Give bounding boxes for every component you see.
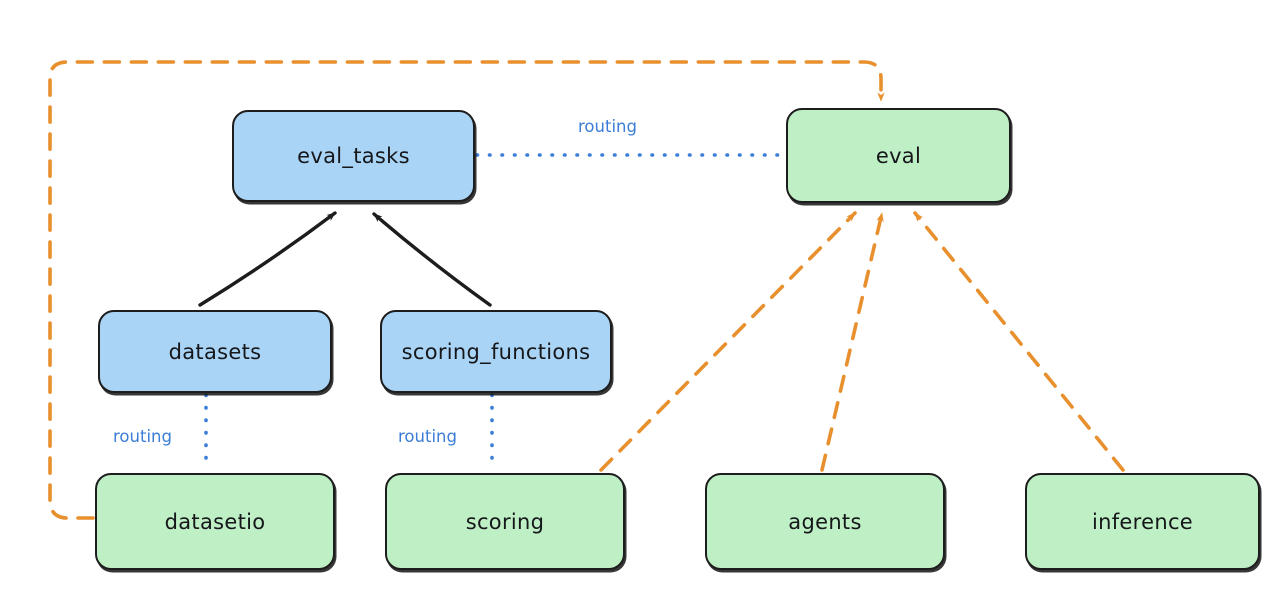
node-label: scoring_functions (401, 339, 591, 364)
node-datasetio[interactable]: datasetio (95, 473, 335, 570)
node-label: inference (1091, 509, 1194, 534)
edge-label-routing-datasets-datasetio: routing (113, 427, 172, 446)
edge-agents-to-eval (820, 211, 884, 472)
node-label: eval_tasks (297, 144, 410, 168)
edge-datasets-to-eval_tasks (198, 211, 337, 307)
node-datasets[interactable]: datasets (98, 310, 332, 393)
edge-label-routing-eval_tasks-eval: routing (578, 117, 637, 136)
node-eval_tasks[interactable]: eval_tasks (232, 110, 475, 202)
node-label: datasetio (164, 509, 266, 534)
node-inference[interactable]: inference (1025, 473, 1260, 570)
edge-datasetio-to-eval (48, 60, 885, 520)
edge-scoring_functions-to-eval_tasks (372, 212, 492, 307)
node-scoring[interactable]: scoring (385, 473, 625, 570)
node-label: agents (788, 509, 862, 534)
node-label: datasets (168, 339, 262, 364)
edge-scoring-to-eval (599, 211, 857, 472)
edge-label-routing-scoring_functions-scoring: routing (398, 427, 457, 446)
node-eval[interactable]: eval (786, 108, 1011, 203)
node-label: scoring (465, 509, 545, 534)
node-label: eval (875, 143, 922, 168)
node-scoring_functions[interactable]: scoring_functions (380, 310, 612, 393)
node-agents[interactable]: agents (705, 473, 945, 570)
edge-inference-to-eval (913, 211, 1125, 472)
